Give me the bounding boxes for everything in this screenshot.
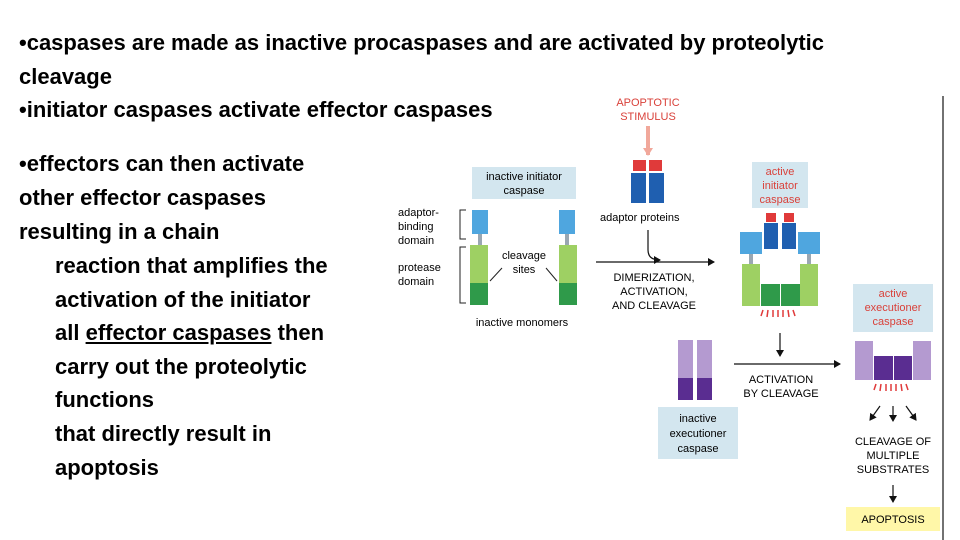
indent-line-5: functions [55, 387, 154, 412]
inactive-initiator-line-1: inactive initiator [486, 171, 562, 183]
monomer-right-adaptor [559, 210, 575, 234]
inactive-initiator-box [472, 167, 576, 199]
monomer-left-adaptor [472, 210, 488, 234]
adaptor-proteins-label: adaptor proteins [600, 212, 680, 224]
monomer-left-protease-top [470, 245, 488, 283]
indent-line-2: activation of the initiator [55, 287, 311, 312]
adaptor-binding-line-2: binding [398, 221, 433, 233]
bullet-1-line-1: •caspases are made as inactive procaspas… [19, 30, 824, 55]
cleavage-multiple-line-1: CLEAVAGE OF [855, 436, 931, 448]
protease-bracket [459, 246, 466, 304]
apoptosis-label: APOPTOSIS [861, 514, 924, 526]
monomer-left-linker [478, 234, 482, 245]
adaptor-bracket [459, 209, 466, 240]
active-init-linker-right [807, 254, 811, 264]
active-init-red-2 [784, 213, 794, 222]
bullet-3-line-2: other effector caspases [19, 185, 266, 210]
inactive-exec-light-left [678, 340, 693, 378]
indent-line-6: that directly result in [55, 421, 272, 446]
active-init-lightblue-right [798, 232, 820, 254]
monomer-right-protease-bottom [559, 283, 577, 305]
active-executioner-line-2: executioner [865, 302, 922, 314]
cleavage-sites-line-1: cleavage [502, 250, 546, 262]
active-init-dark-green-2 [781, 284, 800, 306]
dimerization-line-2: ACTIVATION, [620, 286, 687, 298]
indent-line-7: apoptosis [55, 455, 159, 480]
cleavage-sites-line-2: sites [513, 264, 536, 276]
active-initiator-line-3: caspase [760, 194, 801, 206]
monomer-right-linker [565, 234, 569, 245]
bullet-3-line-3: resulting in a chain [19, 219, 220, 244]
cleavage-pointer-left [489, 267, 503, 282]
active-init-adaptor-1 [764, 223, 778, 249]
adaptor-blue-left [631, 173, 646, 203]
cleavage-multiple-line-3: SUBSTRATES [857, 464, 930, 476]
apoptosis-box [846, 507, 940, 531]
adaptor-curve-arrow [647, 230, 661, 264]
active-executioner-line-3: caspase [873, 316, 914, 328]
effector-caspases-underlined: effector caspases [85, 320, 272, 345]
protease-line-2: domain [398, 276, 434, 288]
monomer-right-protease-top [559, 245, 577, 283]
adaptor-binding-line-3: domain [398, 235, 434, 247]
apoptotic-stimulus-line-1: APOPTOTIC [616, 97, 679, 109]
activation-cleavage-line-1: ACTIVATION [749, 374, 813, 386]
inactive-executioner-line-1: inactive [679, 413, 716, 425]
apoptotic-stimulus-line-2: STIMULUS [620, 111, 676, 123]
inactive-executioner-box [658, 407, 738, 459]
indent-line-3-pre: all [55, 320, 86, 345]
substrate-arrow-right [905, 405, 917, 421]
active-init-adaptor-2 [782, 223, 796, 249]
inactive-executioner-line-3: caspase [678, 443, 719, 455]
inactive-exec-dark-right [697, 378, 712, 400]
cleavage-multiple-line-2: MULTIPLE [867, 450, 920, 462]
indent-line-1: reaction that amplifies the [55, 253, 328, 278]
active-init-lightblue-left [740, 232, 762, 254]
active-init-green-left [742, 264, 760, 306]
inactive-exec-dark-left [678, 378, 693, 400]
adaptor-red-right [649, 160, 662, 171]
active-init-green-right [800, 264, 818, 306]
cleavage-pointer-right [545, 267, 558, 282]
activation-cleavage-line-2: BY CLEAVAGE [743, 388, 818, 400]
active-initiator-box [752, 162, 808, 208]
indent-line-4: carry out the proteolytic [55, 354, 307, 379]
active-init-linker-left [749, 254, 753, 264]
inactive-monomers-label: inactive monomers [476, 317, 569, 329]
dimerization-line-3: AND CLEAVAGE [612, 300, 696, 312]
active-executioner-box [853, 284, 933, 332]
dimerization-line-1: DIMERIZATION, [613, 272, 694, 284]
active-exec-light-right [913, 341, 931, 380]
indent-line-3-post: then [271, 320, 325, 345]
active-exec-activity-marks [873, 383, 909, 392]
bullet-2: •initiator caspases activate effector ca… [19, 97, 493, 122]
active-exec-dark-1 [874, 356, 893, 380]
inactive-initiator-line-2: caspase [504, 185, 545, 197]
adaptor-blue-right [649, 173, 664, 203]
active-init-red-1 [766, 213, 776, 222]
monomer-left-protease-bottom [470, 283, 488, 305]
inactive-executioner-line-2: executioner [670, 428, 727, 440]
protease-line-1: protease [398, 262, 441, 274]
inactive-exec-light-right [697, 340, 712, 378]
active-exec-dark-2 [894, 356, 912, 380]
adaptor-red-left [633, 160, 646, 171]
active-exec-light-left [855, 341, 873, 380]
active-executioner-line-1: active [879, 288, 908, 300]
active-initiator-line-2: initiator [762, 180, 798, 192]
active-initiator-line-1: active [766, 166, 795, 178]
indent-line-3: all effector caspases then [55, 316, 324, 350]
active-init-dark-green-1 [761, 284, 780, 306]
substrate-arrow-left [869, 405, 881, 421]
adaptor-binding-line-1: adaptor- [398, 207, 439, 219]
bullet-1-line-2: cleavage [19, 64, 112, 89]
active-init-activity-marks [760, 309, 796, 318]
bullet-3-line-1: •effectors can then activate [19, 151, 305, 176]
